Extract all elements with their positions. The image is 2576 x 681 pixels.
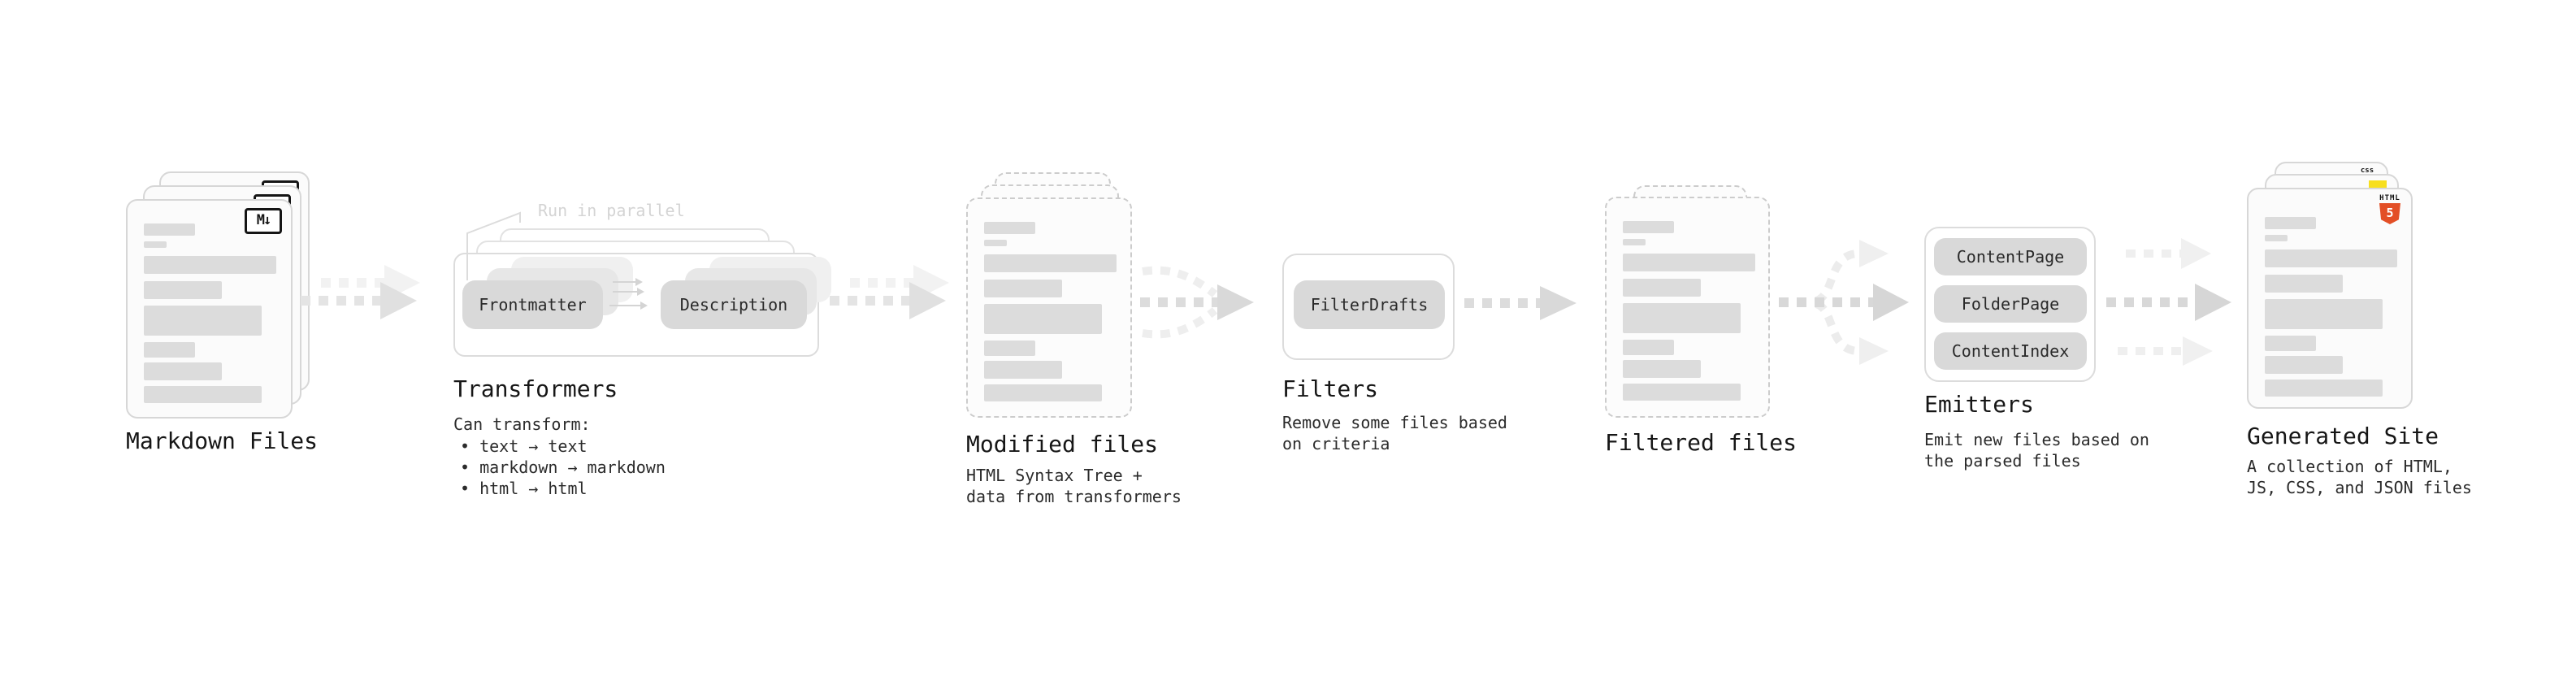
filtered-file-card-front	[1605, 197, 1770, 418]
note-leader-line	[466, 211, 521, 280]
markdown-icon: M↓	[245, 208, 282, 234]
contentindex-pill: ContentIndex	[1934, 332, 2087, 370]
markdown-files-label: Markdown Files	[126, 427, 319, 454]
arrows-emitters-to-generated	[2106, 238, 2231, 366]
filtered-files-label: Filtered files	[1605, 429, 1798, 456]
document-placeholder-lines	[1623, 221, 1755, 401]
contentpage-pill: ContentPage	[1934, 238, 2087, 275]
document-placeholder-lines	[2265, 217, 2397, 397]
run-in-parallel-note: Run in parallel	[538, 201, 685, 220]
generated-file-card-front: HTML 5	[2247, 188, 2413, 409]
arrow-filters-to-filtered	[1464, 286, 1576, 320]
filters-desc-2: on criteria	[1282, 434, 1390, 453]
emitters-label: Emitters	[1924, 391, 2034, 418]
arrow-markdown-to-transformers	[301, 265, 420, 319]
filters-label: Filters	[1282, 375, 1379, 402]
transformers-bullet-3: • html → html	[460, 479, 588, 498]
document-placeholder-lines	[144, 223, 276, 403]
modified-file-card-front	[966, 197, 1132, 418]
transformers-bullet-2: • markdown → markdown	[460, 458, 666, 477]
emitters-desc-2: the parsed files	[1924, 451, 2081, 471]
arrow-modified-to-filters	[1140, 266, 1254, 339]
emitters-desc-1: Emit new files based on	[1924, 430, 2149, 449]
transformers-desc-title: Can transform:	[453, 414, 591, 434]
markdown-file-card-front: M↓	[126, 199, 293, 419]
folderpage-pill: FolderPage	[1934, 285, 2087, 323]
parallel-run-arrows	[609, 278, 648, 310]
generated-site-label: Generated Site	[2247, 423, 2439, 449]
generated-site-desc-1: A collection of HTML,	[2247, 457, 2452, 476]
modified-files-desc-2: data from transformers	[966, 487, 1182, 506]
arrow-transformers-to-modified	[830, 265, 949, 319]
javascript-icon	[2369, 180, 2387, 188]
transformers-bullet-1: • text → text	[460, 436, 588, 456]
modified-files-label: Modified files	[966, 431, 1159, 458]
arrow-filtered-to-emitters	[1779, 240, 1909, 365]
frontmatter-pill: Frontmatter	[462, 280, 603, 329]
document-placeholder-lines	[984, 222, 1117, 401]
description-pill: Description	[661, 280, 807, 329]
filterdrafts-pill: FilterDrafts	[1294, 280, 1445, 329]
filters-desc-1: Remove some files based	[1282, 413, 1507, 432]
html5-icon: HTML 5	[2379, 195, 2401, 224]
html5-icon-word: HTML	[2379, 194, 2400, 202]
generated-site-desc-2: JS, CSS, and JSON files	[2247, 478, 2472, 497]
transformers-label: Transformers	[453, 375, 618, 402]
modified-files-desc-1: HTML Syntax Tree +	[966, 466, 1143, 485]
